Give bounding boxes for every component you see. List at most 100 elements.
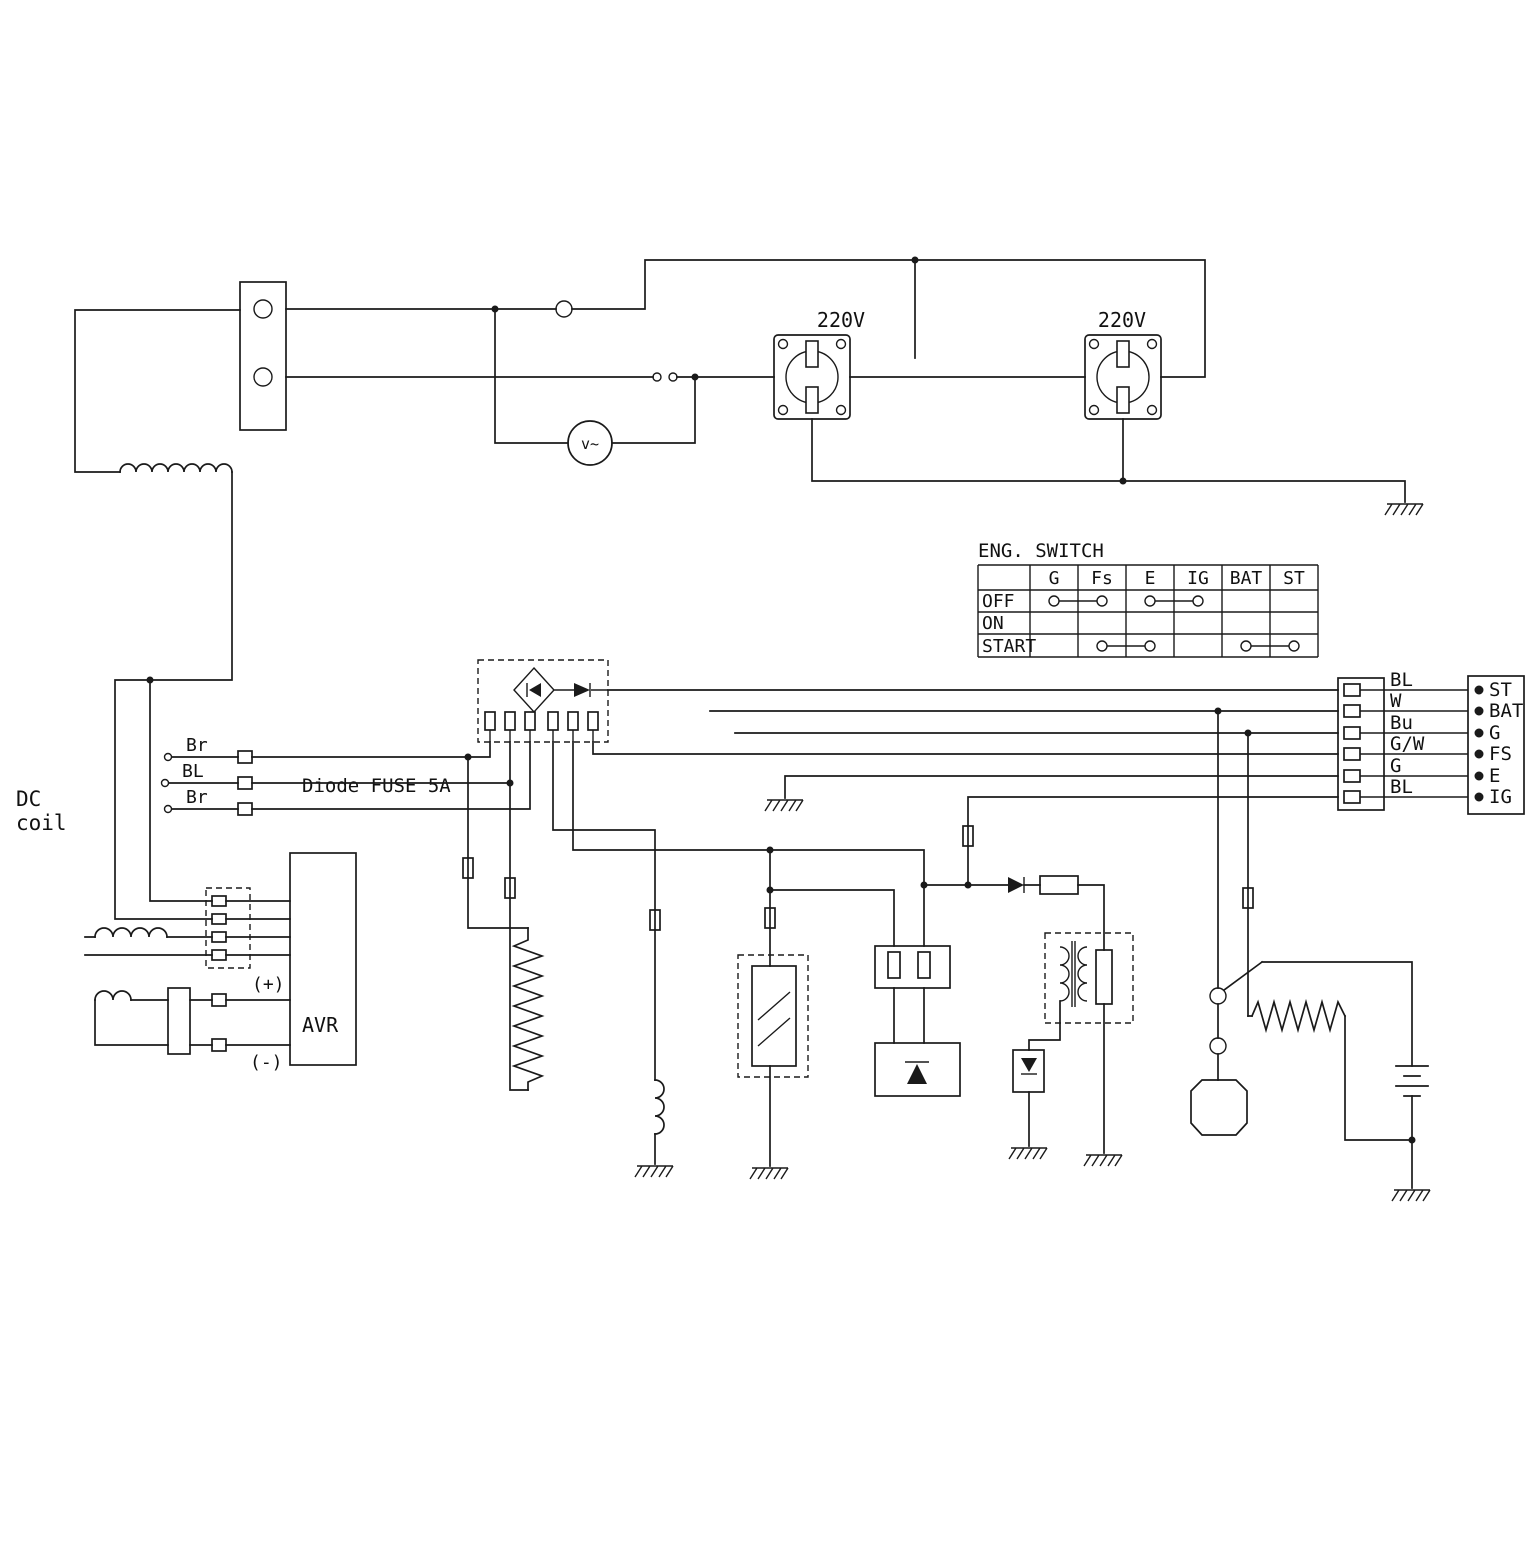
junction-dots	[146, 256, 1416, 1144]
terminal-strip: ST BAT G FS E IG	[1467, 675, 1525, 815]
diode-fuse-note: Diode FUSE 5A	[302, 775, 451, 797]
outlet-220v-1: 220V	[773, 308, 865, 420]
pulser-unit	[874, 945, 951, 989]
coil-core	[1071, 941, 1076, 1007]
top-circuit: v~	[74, 259, 1406, 920]
condenser-outline	[737, 954, 809, 1078]
ground-symbol	[749, 1167, 789, 1180]
inline-pin	[1242, 887, 1254, 909]
inline-connector-pair	[652, 372, 678, 382]
zener-diode-glyph	[1021, 1058, 1037, 1072]
wire-harness	[592, 689, 1339, 1017]
pulser-pin	[917, 951, 931, 979]
table-grid	[977, 564, 1319, 658]
connector-pin	[1343, 769, 1361, 783]
load-resistor	[511, 927, 545, 1091]
dc-coil-label: DC coil	[16, 787, 67, 835]
terminal-strip-body	[1467, 675, 1525, 815]
outlet-220v-2: 220V	[1084, 308, 1162, 420]
ground-symbol	[1008, 1147, 1048, 1160]
starter-motor	[1190, 1079, 1248, 1136]
col-header-fs: Fs	[1091, 568, 1113, 589]
feed-fuse	[1039, 875, 1079, 895]
outlet-2-screws	[1088, 338, 1158, 416]
outlet-2-slot-bottom	[1116, 386, 1130, 414]
connector-pin	[1343, 790, 1361, 804]
eng-switch-table: ENG. SWITCH G Fs E IG BAT ST OFF ON STAR…	[977, 540, 1319, 658]
wire-label-br-1: Br	[186, 735, 208, 756]
terminal-label-g: G	[1489, 722, 1500, 744]
eng-switch-title: ENG. SWITCH	[978, 540, 1104, 562]
inline-pin	[504, 877, 516, 899]
terminal-label-st: ST	[1489, 679, 1512, 701]
voltmeter: v~	[567, 420, 613, 466]
ignition-feed	[1008, 875, 1079, 895]
ground-symbol	[764, 799, 804, 812]
wire-label-bl: BL	[182, 761, 204, 782]
row-label-off: OFF	[982, 591, 1015, 612]
wire-label-br-2: Br	[186, 787, 208, 808]
outlet-2-body	[1084, 334, 1162, 420]
feed-diode-glyph	[1008, 877, 1024, 893]
bridge-diode-glyphs	[529, 683, 590, 697]
bridge-diamond	[513, 666, 608, 714]
bullet-connector	[237, 776, 253, 790]
battery	[1395, 1065, 1429, 1097]
exciter-coil	[94, 990, 132, 1001]
avr-connector-pin	[211, 895, 227, 907]
outlet-2-label: 220V	[1098, 308, 1146, 332]
ignition-coil-outline	[1044, 932, 1134, 1024]
rectifier-outline	[477, 659, 609, 743]
bottom-components	[552, 741, 1134, 1167]
outlet-1-label: 220V	[817, 308, 865, 332]
condenser-hatch	[757, 991, 791, 1047]
relay-pivot	[1209, 987, 1227, 1005]
cdi-unit	[874, 1042, 961, 1097]
harness-wire-label-bl-1: BL	[1390, 669, 1413, 691]
connector-housing	[1337, 677, 1385, 811]
harness-wire-label-gw: G/W	[1390, 733, 1425, 755]
ground-symbols	[634, 503, 1431, 1202]
outlet-2-slot-top	[1116, 340, 1130, 368]
pin	[547, 711, 559, 731]
zener-box	[1012, 1049, 1045, 1093]
outlet-1-slot-bottom	[805, 386, 819, 414]
col-header-bat: BAT	[1230, 568, 1263, 589]
pin	[567, 711, 579, 731]
inline-pin	[764, 907, 776, 929]
voltmeter-label: v~	[581, 435, 599, 453]
dc-coil-line1: DC	[16, 787, 41, 811]
stator-wires	[168, 741, 531, 1091]
terminal-label-bat: BAT	[1489, 700, 1523, 722]
outlet-1-slot-top	[805, 340, 819, 368]
avr-connector-pin	[211, 931, 227, 943]
rectifier-unit	[477, 659, 609, 743]
ground-symbol	[1391, 1189, 1431, 1202]
avr-connector-outline	[205, 887, 251, 969]
row-label-on: ON	[982, 613, 1004, 634]
harness-wires	[592, 689, 1339, 1017]
ignition-coil-unit	[1044, 932, 1134, 1024]
voltmeter-dial	[567, 420, 613, 466]
connector-tails	[1360, 689, 1468, 798]
pin	[504, 711, 516, 731]
starter-wires	[1217, 960, 1413, 1189]
condenser-body	[751, 965, 797, 1067]
col-header-st: ST	[1283, 568, 1305, 589]
connector-pin	[1343, 704, 1361, 718]
pin-stubs	[489, 730, 594, 742]
connector-block: BL W Bu G/W G BL	[1337, 669, 1468, 811]
sense-coil	[94, 927, 168, 938]
pulser-box	[874, 945, 951, 989]
wire-end-curls	[160, 752, 173, 814]
rectifier-pins	[484, 711, 599, 731]
fuse-symbol	[555, 300, 573, 318]
avr-section: AVR (+) (-)	[84, 852, 357, 1073]
top-wires	[74, 259, 1406, 920]
ground-symbol	[634, 1165, 674, 1178]
inline-pin	[462, 857, 474, 879]
harness-wire-label-g: G	[1390, 755, 1401, 777]
terminal-label-fs: FS	[1489, 743, 1512, 765]
